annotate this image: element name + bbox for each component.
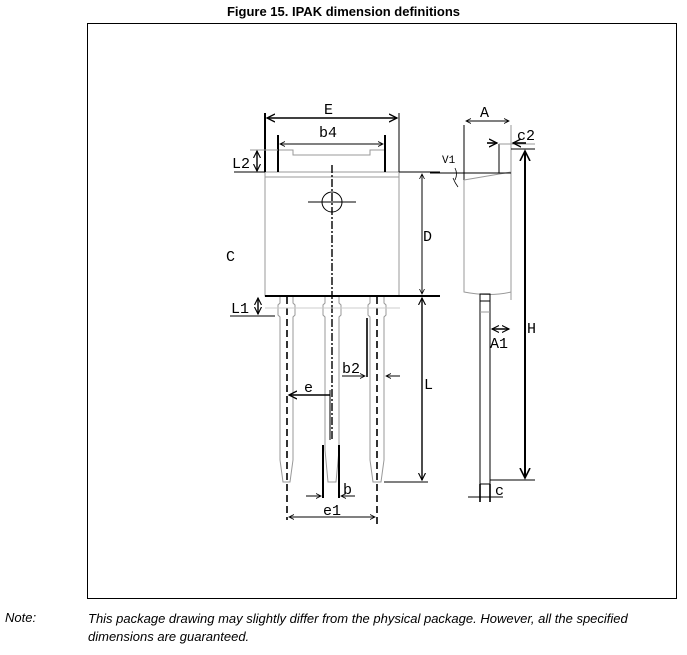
dim-c2: c2 [487,128,535,145]
label-L2: L2 [232,156,250,173]
label-D: D [423,229,432,246]
dim-A: A [466,105,509,122]
label-L: L [424,377,433,394]
tab-outline [277,149,386,172]
label-b4: b4 [319,125,337,142]
label-A1: A1 [490,336,508,353]
dim-c: c [468,483,504,502]
label-c2: c2 [517,128,535,145]
figure-frame [87,23,677,599]
label-c: c [495,483,504,500]
side-lead [479,293,491,485]
label-b2: b2 [342,361,360,378]
dim-e1: e1 [289,503,375,520]
note-label: Note: [5,610,37,625]
dim-L1: L1 [230,298,275,318]
dim-b4: b4 [277,125,386,172]
dim-H: H [490,148,536,481]
label-b: b [343,482,352,499]
dim-L2: L2 [232,149,278,173]
label-A: A [480,105,489,122]
front-view: E b4 L2 C D L1 [226,102,440,525]
dim-A1: A1 [490,329,509,353]
dim-D: D [399,171,440,297]
label-e1: e1 [323,503,341,520]
label-E: E [324,102,333,119]
figure-title: Figure 15. IPAK dimension definitions [226,4,461,19]
lead-left [277,297,296,520]
dim-e: e [289,380,331,440]
label-L1: L1 [231,301,249,318]
dim-V1: V1 [442,155,459,188]
dim-b2: b2 [342,318,400,378]
dim-E: E [264,102,400,172]
label-C: C [226,249,235,266]
note-text: This package drawing may slightly differ… [88,611,628,644]
side-view: A c2 V1 H A1 c [430,105,536,502]
dim-b: b [306,445,355,499]
label-V1: V1 [442,155,456,167]
package-body [264,171,400,297]
dim-L: L [384,298,433,483]
label-e: e [304,380,313,397]
lead-center [322,297,342,483]
side-body [463,172,512,295]
label-H: H [527,321,536,338]
lead-right [367,297,387,525]
